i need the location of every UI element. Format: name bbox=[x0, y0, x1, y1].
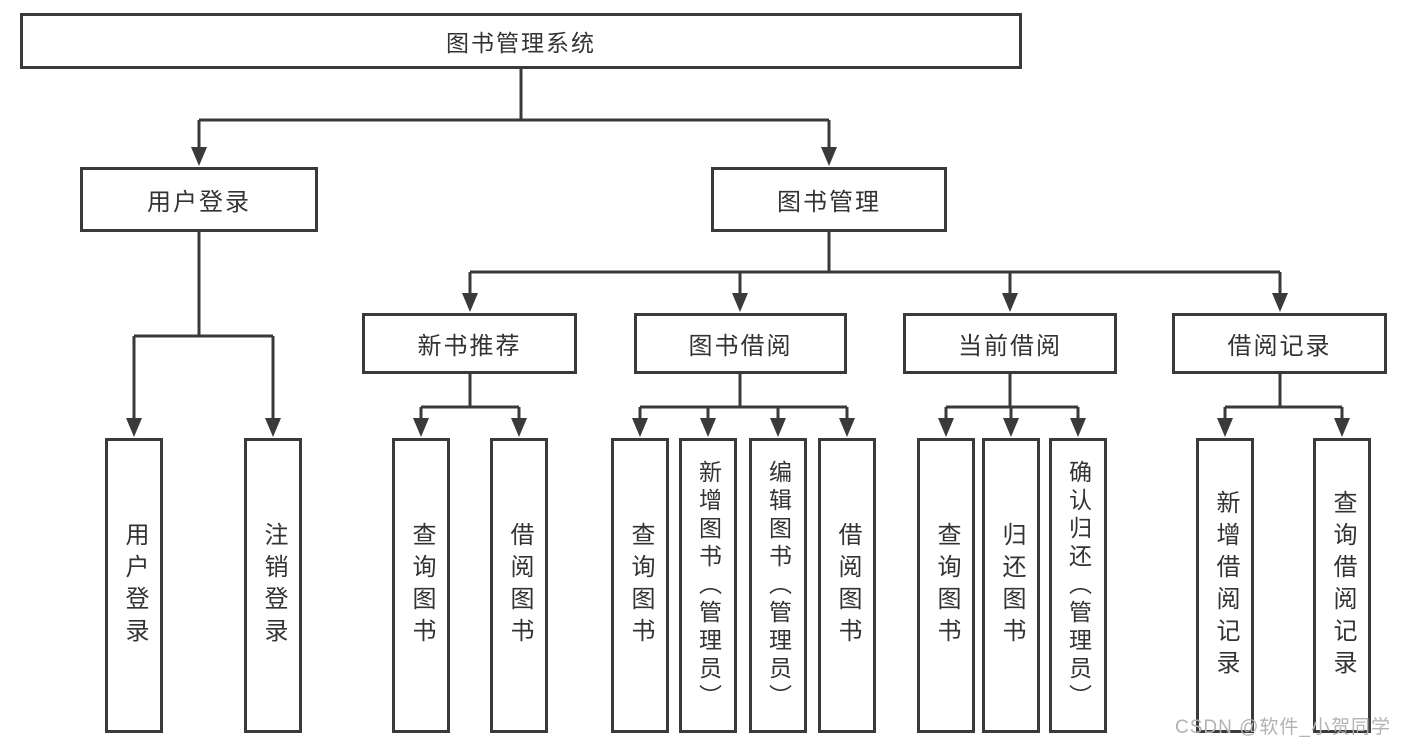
leaf-query-books-borrowing: 查询图书 bbox=[611, 438, 669, 733]
node-new-book-recommendation: 新书推荐 bbox=[362, 313, 577, 374]
leaf-borrow-books-borrowing-label: 借阅图书 bbox=[834, 521, 861, 650]
leaf-add-borrow-record: 新增借阅记录 bbox=[1196, 438, 1254, 733]
leaf-edit-books-admin: 编辑图书（管理员） bbox=[749, 438, 807, 733]
node-book-management: 图书管理 bbox=[711, 167, 947, 232]
node-library-management-system: 图书管理系统 bbox=[20, 13, 1022, 69]
leaf-confirm-return-admin: 确认归还（管理员） bbox=[1049, 438, 1107, 733]
leaf-query-borrow-record: 查询借阅记录 bbox=[1313, 438, 1371, 733]
node-current-borrowing: 当前借阅 bbox=[903, 313, 1117, 374]
leaf-return-books: 归还图书 bbox=[982, 438, 1040, 733]
leaf-query-books-borrowing-label: 查询图书 bbox=[627, 521, 654, 650]
leaf-logout-label: 注销登录 bbox=[260, 521, 287, 650]
leaf-query-books-current-label: 查询图书 bbox=[933, 521, 960, 650]
leaf-edit-books-admin-label: 编辑图书（管理员） bbox=[765, 459, 792, 712]
leaf-return-books-label: 归还图书 bbox=[998, 521, 1025, 650]
node-borrowing-records: 借阅记录 bbox=[1172, 313, 1387, 374]
leaf-borrow-books-recommend-label: 借阅图书 bbox=[506, 521, 533, 650]
leaf-logout: 注销登录 bbox=[244, 438, 302, 733]
leaf-add-books-admin: 新增图书（管理员） bbox=[679, 438, 737, 733]
leaf-user-login: 用户登录 bbox=[105, 438, 163, 733]
leaf-add-books-admin-label: 新增图书（管理员） bbox=[695, 459, 722, 712]
leaf-query-borrow-record-label: 查询借阅记录 bbox=[1329, 489, 1356, 682]
leaf-confirm-return-admin-label: 确认归还（管理员） bbox=[1065, 459, 1092, 712]
leaf-query-books-recommend-label: 查询图书 bbox=[408, 521, 435, 650]
leaf-borrow-books-borrowing: 借阅图书 bbox=[818, 438, 876, 733]
watermark: CSDN @软件_小贺同学 bbox=[1175, 717, 1391, 738]
leaf-add-borrow-record-label: 新增借阅记录 bbox=[1212, 489, 1239, 682]
leaf-query-books-recommend: 查询图书 bbox=[392, 438, 450, 733]
node-user-login: 用户登录 bbox=[80, 167, 318, 232]
leaf-query-books-current: 查询图书 bbox=[917, 438, 975, 733]
leaf-user-login-label: 用户登录 bbox=[121, 521, 148, 650]
leaf-borrow-books-recommend: 借阅图书 bbox=[490, 438, 548, 733]
node-book-borrowing: 图书借阅 bbox=[634, 313, 847, 374]
